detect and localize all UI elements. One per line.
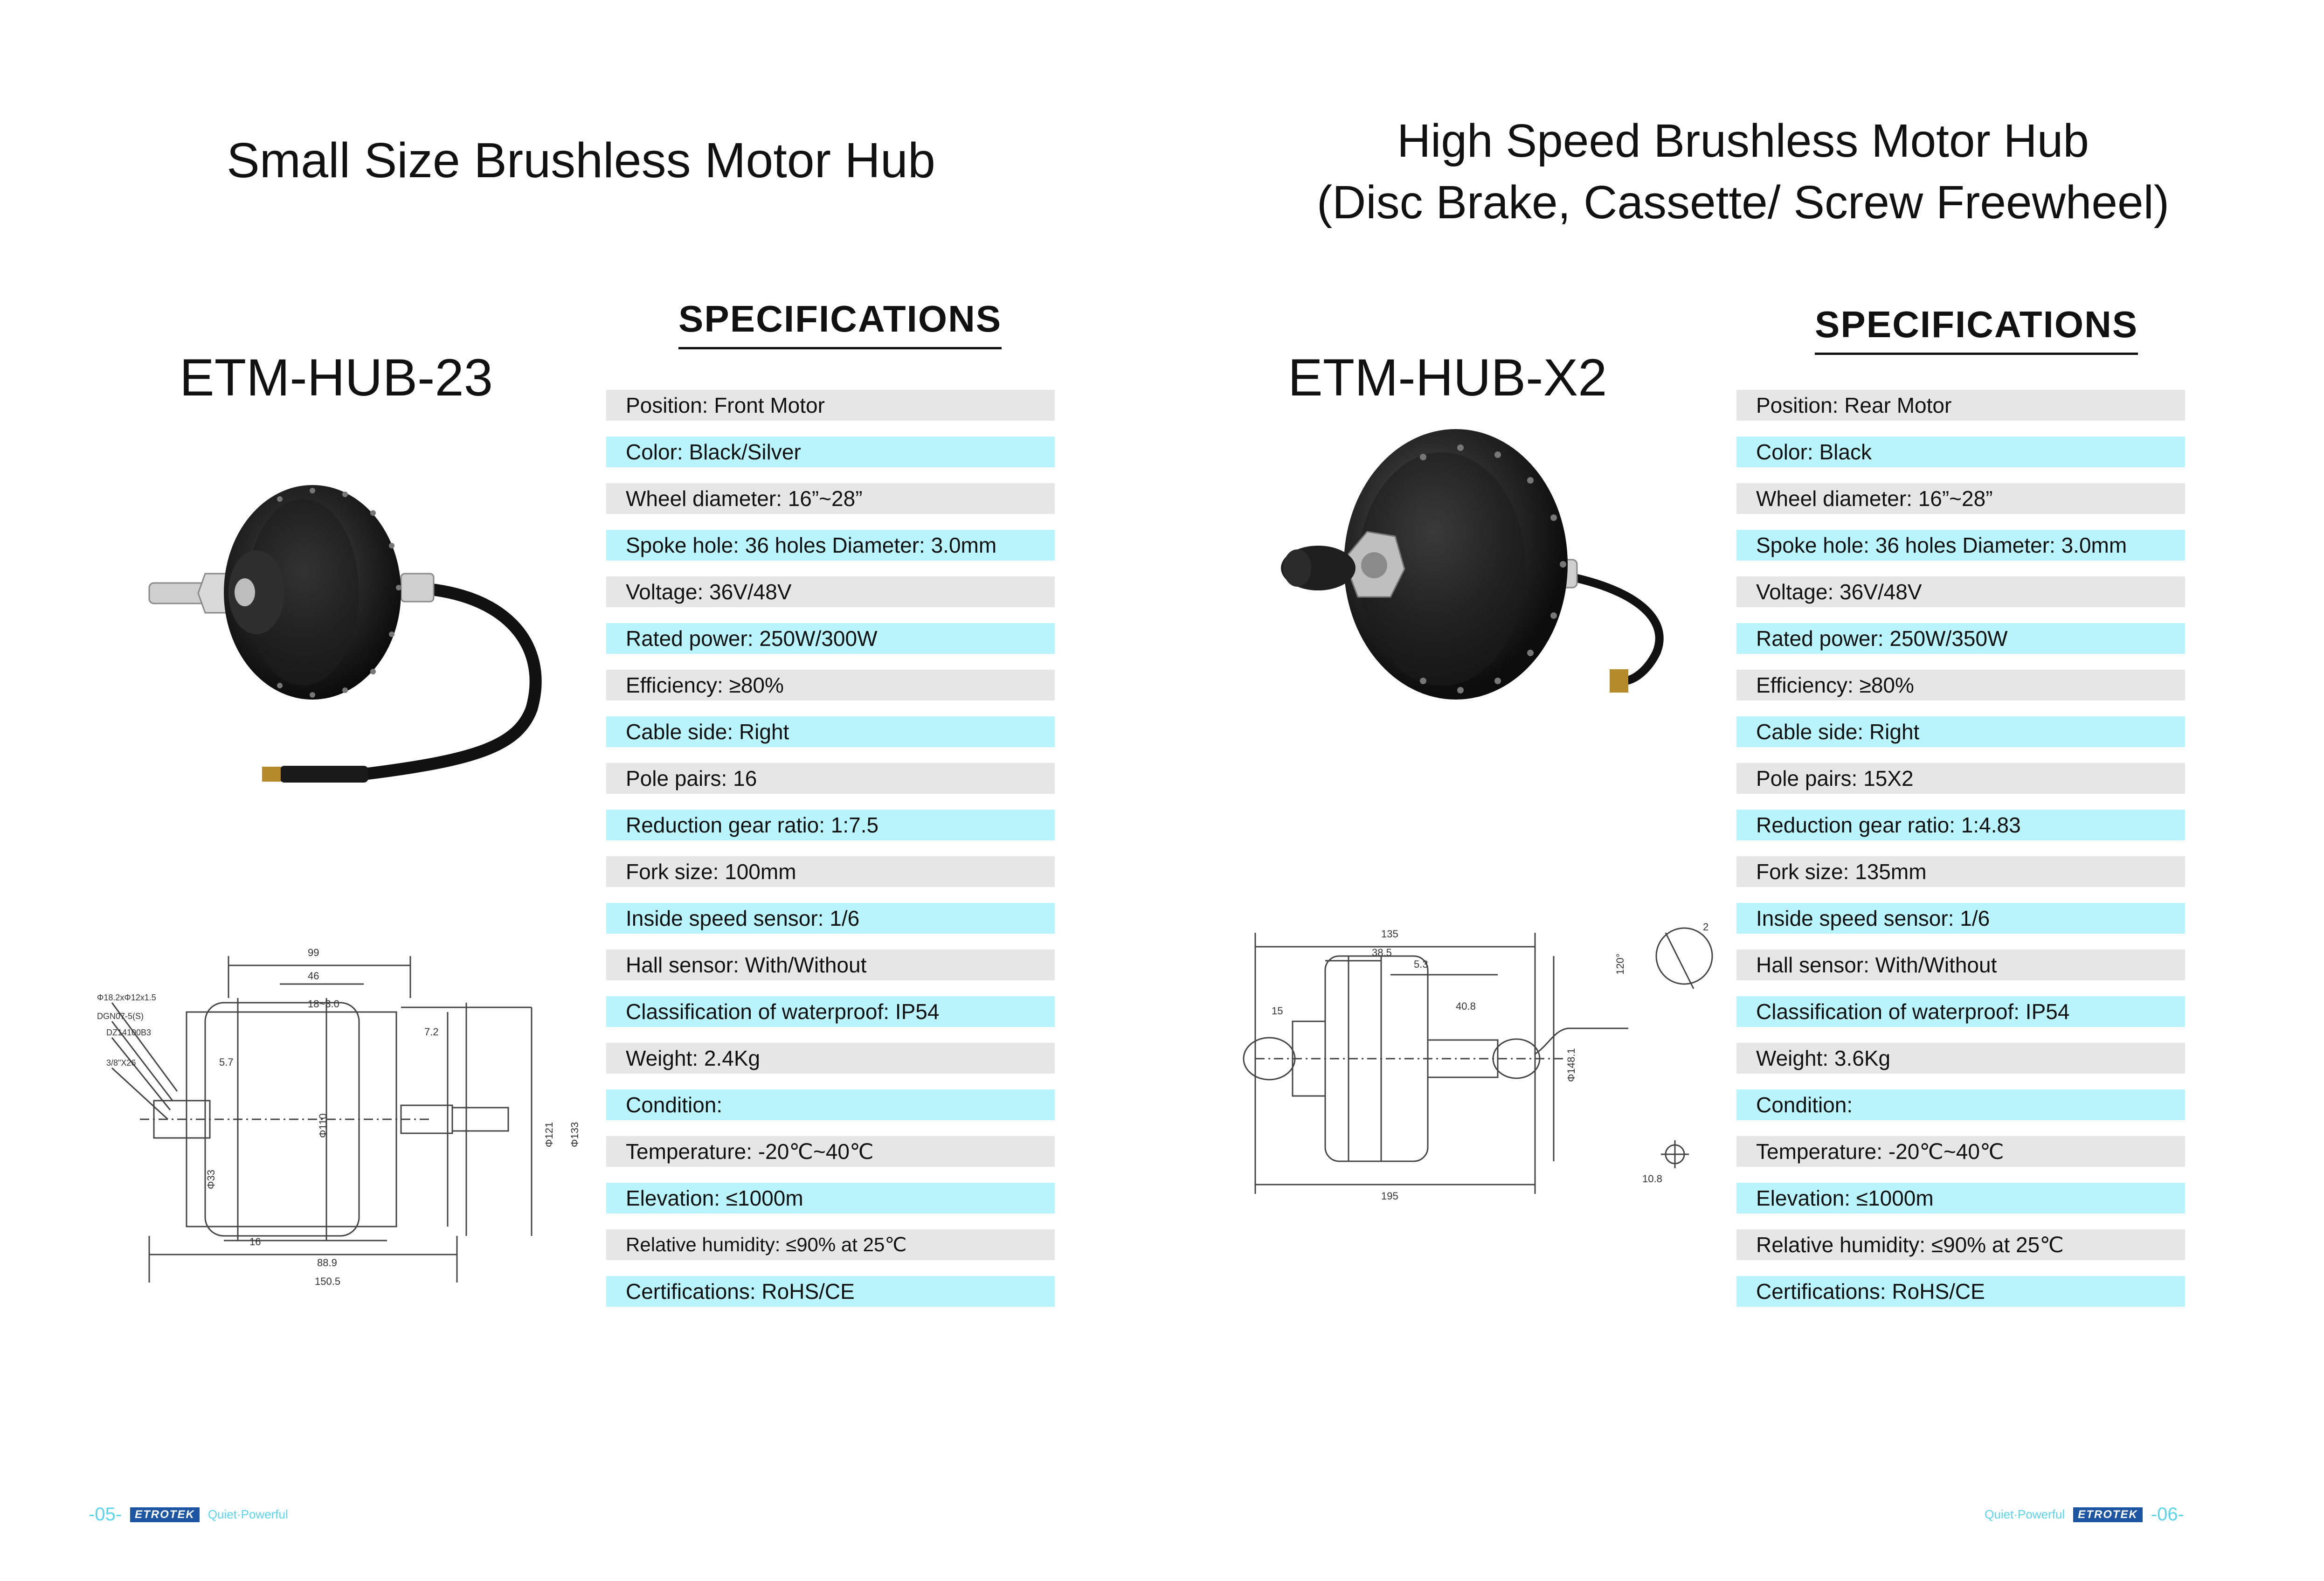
label-axle: 3/8"X26 — [106, 1058, 136, 1068]
specifications-list: Position: Front Motor Color: Black/Silve… — [606, 390, 1055, 1323]
spec-speed-sensor: Inside speed sensor: 1/6 — [606, 903, 1055, 934]
brand-tagline: Quiet·Powerful — [208, 1507, 288, 1521]
spec-waterproof: Classification of waterproof: IP54 — [606, 996, 1055, 1027]
model-name: ETM-HUB-X2 — [1288, 348, 1607, 407]
label-thread: Φ18.2xΦ12x1.5 — [97, 993, 156, 1002]
spec-relative-humidity: Relative humidity: ≤90% at 25℃ — [1736, 1229, 2185, 1260]
spec-weight: Weight: 2.4Kg — [606, 1043, 1055, 1074]
label-connector: DGN07-5(S) — [97, 1012, 144, 1021]
spec-pole-pairs: Pole pairs: 15X2 — [1736, 763, 2185, 794]
right-page-title-line1: High Speed Brushless Motor Hub — [1397, 115, 2089, 167]
dim-15: 15 — [1272, 1005, 1283, 1017]
spec-wheel-diameter: Wheel diameter: 16”~28” — [1736, 483, 2185, 514]
dim-148-1: Φ148.1 — [1565, 1048, 1577, 1082]
spec-hall-sensor: Hall sensor: With/Without — [606, 950, 1055, 980]
spec-fork-size: Fork size: 135mm — [1736, 856, 2185, 887]
spec-condition: Condition: — [606, 1089, 1055, 1120]
motor-photo — [148, 485, 542, 783]
dim-46: 46 — [308, 970, 319, 982]
spec-voltage: Voltage: 36V/48V — [1736, 576, 2185, 607]
brand-logo: ETROTEK — [2073, 1507, 2143, 1522]
specifications-heading: SPECIFICATIONS — [678, 298, 1002, 349]
dim-121: Φ121 — [543, 1122, 555, 1147]
spec-position: Position: Rear Motor — [1736, 390, 2185, 421]
motor-photo — [1281, 429, 1664, 700]
right-page: High Speed Brushless Motor Hub (Disc Bra… — [1162, 0, 2324, 1581]
dim-5-3: 5.3 — [1414, 958, 1428, 970]
brand-logo: ETROTEK — [130, 1507, 200, 1522]
dim-195: 195 — [1381, 1190, 1398, 1202]
dim-88-9: 88.9 — [317, 1257, 337, 1269]
dim-10-8: 10.8 — [1642, 1173, 1662, 1185]
model-name: ETM-HUB-23 — [180, 348, 493, 407]
spec-efficiency: Efficiency: ≥80% — [606, 670, 1055, 700]
spec-reduction-gear-ratio: Reduction gear ratio: 1:4.83 — [1736, 810, 2185, 840]
spec-relative-humidity: Relative humidity: ≤90% at 25℃ — [606, 1229, 1055, 1260]
technical-drawing: 135 38.5 5.3 15 40.8 195 Φ148.1 120° 2 1… — [1243, 921, 1713, 1202]
spec-efficiency: Efficiency: ≥80% — [1736, 670, 2185, 700]
left-page-title: Small Size Brushless Motor Hub — [227, 133, 935, 188]
spec-temperature: Temperature: -20℃~40℃ — [1736, 1136, 2185, 1167]
dim-2: 2 — [1703, 921, 1708, 933]
spec-condition: Condition: — [1736, 1089, 2185, 1120]
spec-color: Color: Black — [1736, 437, 2185, 467]
spec-spoke-hole: Spoke hole: 36 holes Diameter: 3.0mm — [1736, 530, 2185, 561]
spec-temperature: Temperature: -20℃~40℃ — [606, 1136, 1055, 1167]
dim-110: Φ110 — [317, 1113, 329, 1138]
spec-rated-power: Rated power: 250W/300W — [606, 623, 1055, 654]
dim-5-7: 5.7 — [219, 1056, 234, 1068]
dim-99: 99 — [308, 947, 319, 958]
right-footer: Quiet·Powerful ETROTEK -06- — [1985, 1504, 2184, 1525]
spec-reduction-gear-ratio: Reduction gear ratio: 1:7.5 — [606, 810, 1055, 840]
dim-16: 16 — [249, 1236, 261, 1248]
dim-40-8: 40.8 — [1456, 1000, 1476, 1012]
spec-certifications: Certifications: RoHS/CE — [1736, 1276, 2185, 1307]
spec-cable-side: Cable side: Right — [1736, 716, 2185, 747]
left-page: Small Size Brushless Motor Hub ETM-HUB-2… — [89, 133, 1055, 1525]
technical-drawing: 99 46 18~3.0 5.7 7.2 Φ110 Φ121 Φ133 16 8… — [97, 947, 581, 1287]
specifications-heading: SPECIFICATIONS — [1815, 303, 2138, 355]
page-number: -05- — [89, 1504, 122, 1525]
specifications-list: Position: Rear Motor Color: Black Wheel … — [1736, 390, 2185, 1323]
label-part: DZ14100B3 — [106, 1028, 151, 1037]
dim-38-5: 38.5 — [1372, 947, 1392, 958]
spec-hall-sensor: Hall sensor: With/Without — [1736, 950, 2185, 980]
brand-tagline: Quiet·Powerful — [1985, 1507, 2065, 1521]
dim-120-degrees: 120° — [1614, 953, 1626, 975]
spec-pole-pairs: Pole pairs: 16 — [606, 763, 1055, 794]
dim-18: 18~3.0 — [308, 998, 339, 1010]
spec-position: Position: Front Motor — [606, 390, 1055, 421]
dim-135: 135 — [1381, 928, 1398, 940]
dim-133: Φ133 — [569, 1122, 581, 1147]
spec-speed-sensor: Inside speed sensor: 1/6 — [1736, 903, 2185, 934]
dim-150-5: 150.5 — [315, 1276, 340, 1287]
spec-waterproof: Classification of waterproof: IP54 — [1736, 996, 2185, 1027]
spec-weight: Weight: 3.6Kg — [1736, 1043, 2185, 1074]
spec-voltage: Voltage: 36V/48V — [606, 576, 1055, 607]
spec-cable-side: Cable side: Right — [606, 716, 1055, 747]
spec-wheel-diameter: Wheel diameter: 16”~28” — [606, 483, 1055, 514]
page-number: -06- — [2151, 1504, 2184, 1525]
dim-33: Φ33 — [205, 1170, 217, 1189]
spec-certifications: Certifications: RoHS/CE — [606, 1276, 1055, 1307]
spec-color: Color: Black/Silver — [606, 437, 1055, 467]
spec-rated-power: Rated power: 250W/350W — [1736, 623, 2185, 654]
right-page-title-line2: (Disc Brake, Cassette/ Screw Freewheel) — [1316, 176, 2170, 229]
spec-elevation: Elevation: ≤1000m — [606, 1183, 1055, 1213]
spec-fork-size: Fork size: 100mm — [606, 856, 1055, 887]
dim-7-2: 7.2 — [424, 1026, 439, 1038]
left-footer: -05- ETROTEK Quiet·Powerful — [89, 1504, 288, 1525]
spec-spoke-hole: Spoke hole: 36 holes Diameter: 3.0mm — [606, 530, 1055, 561]
spec-elevation: Elevation: ≤1000m — [1736, 1183, 2185, 1213]
